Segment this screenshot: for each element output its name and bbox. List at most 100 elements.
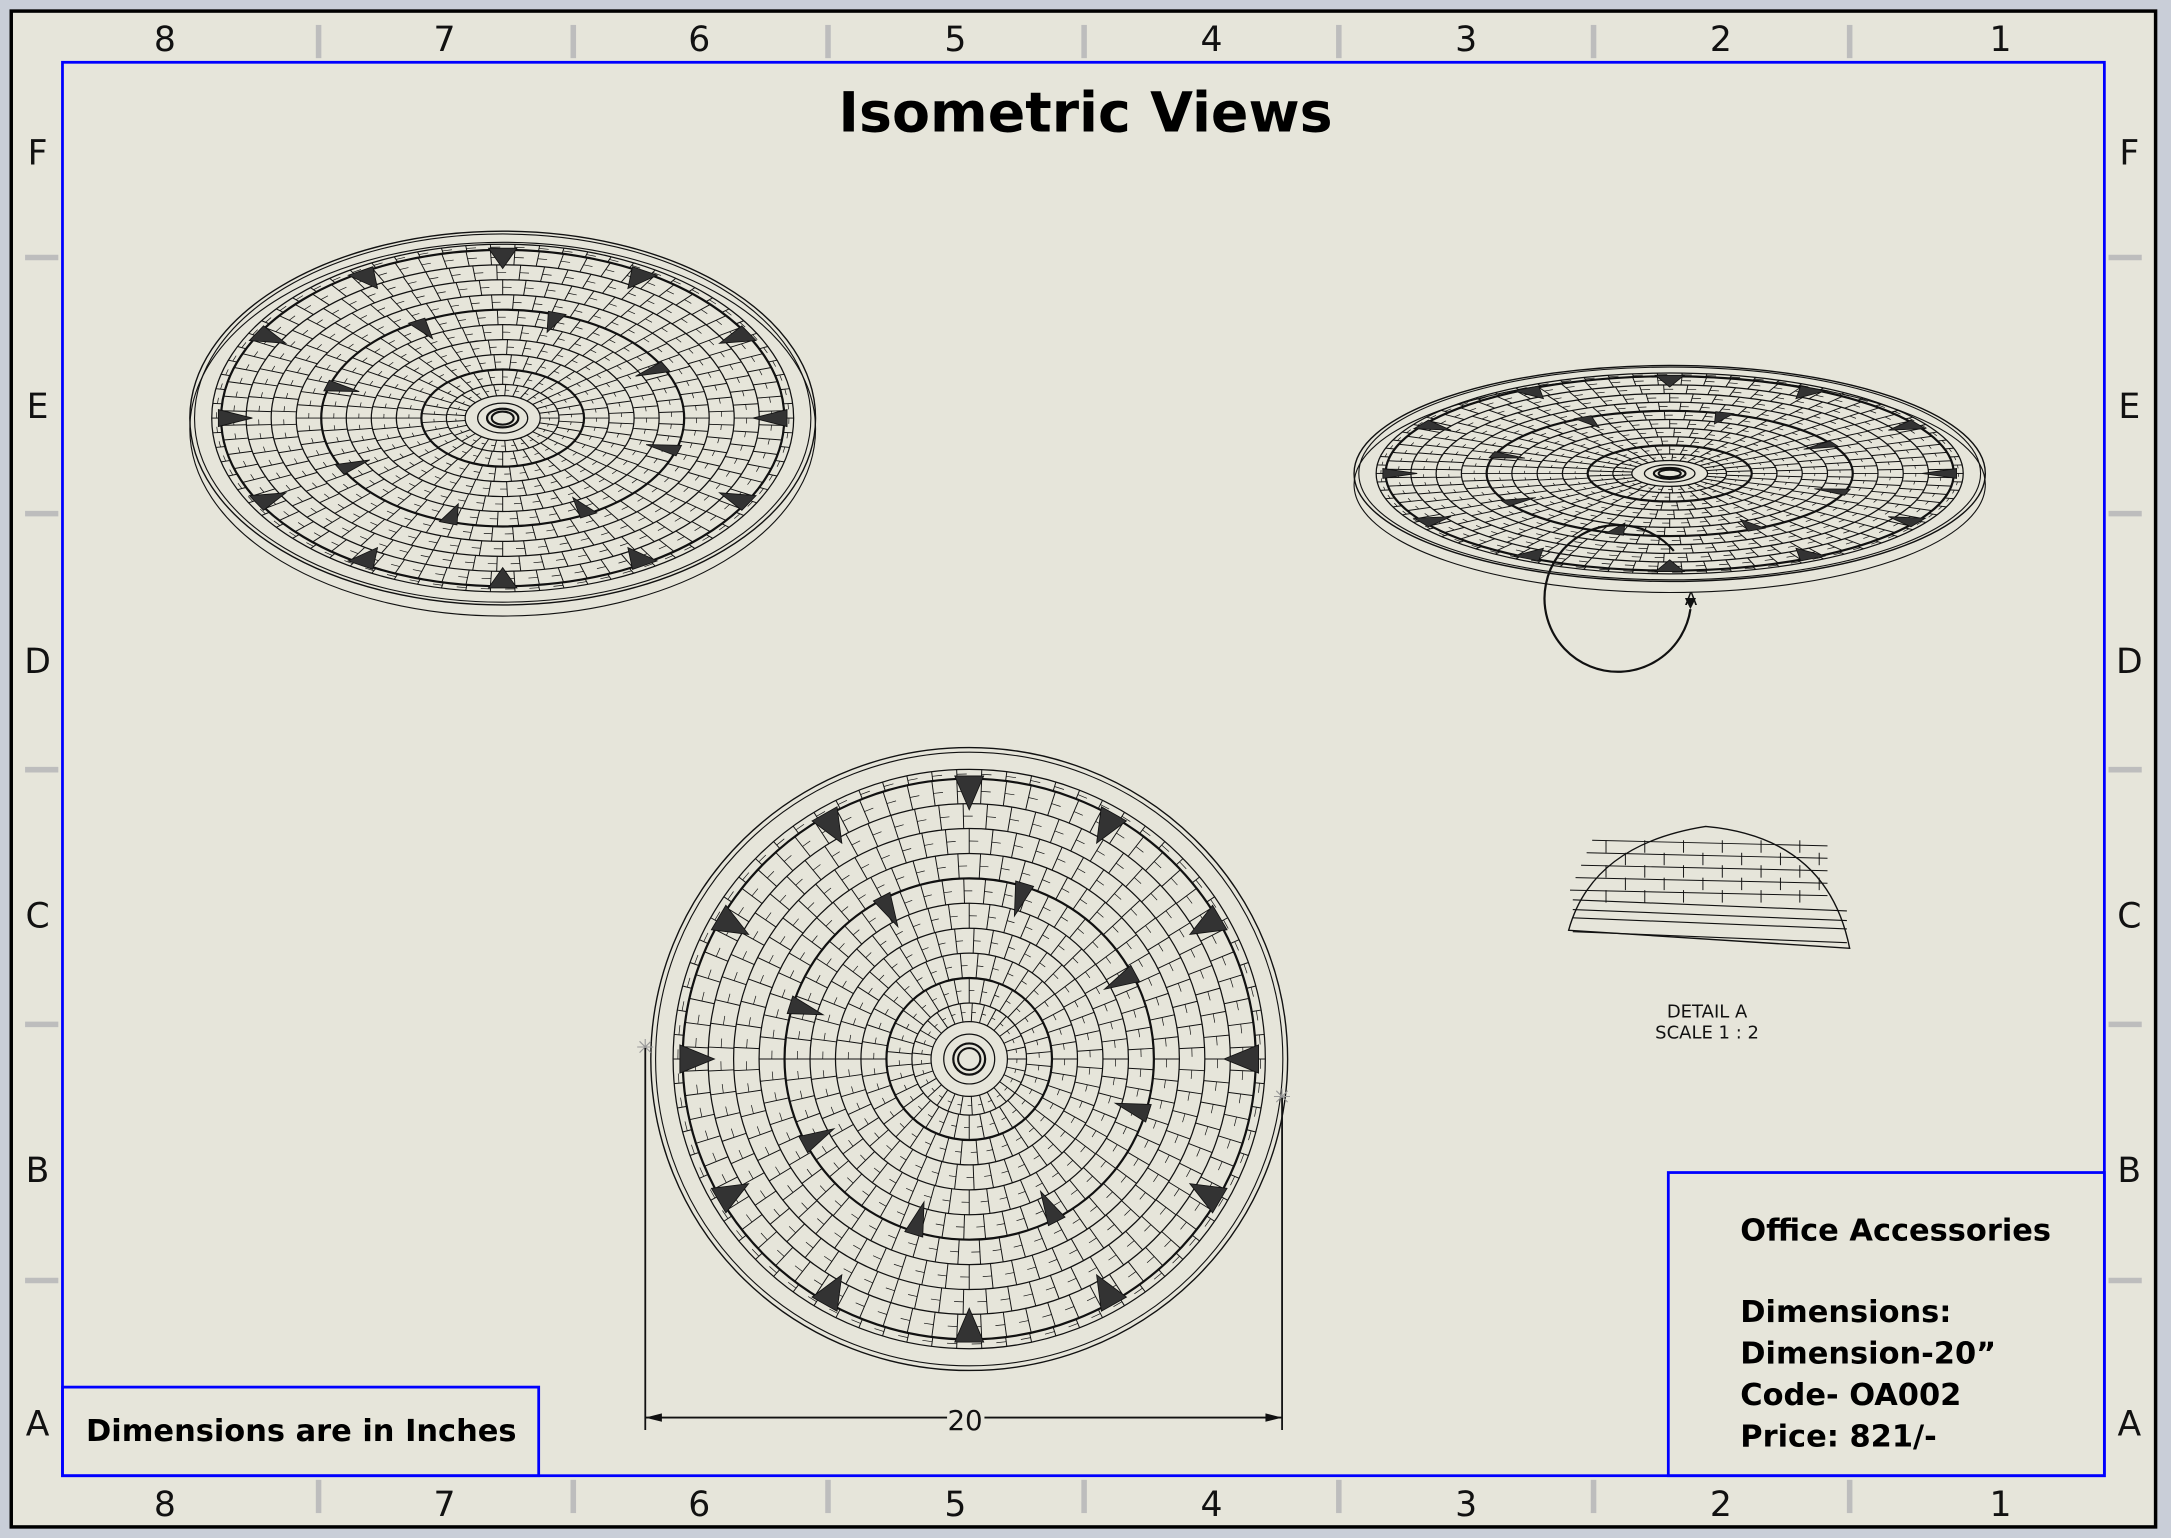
triangle-motif [872,891,899,929]
title-block: Office Accessories Dimensions: Dimension… [1666,1171,2106,1478]
column-label: 7 [434,1485,456,1525]
triangle-motif [1188,904,1228,935]
row-label: A [26,1405,50,1445]
triangle-motif [1488,451,1526,459]
triangle-motif [718,325,757,344]
column-label: 7 [434,20,456,60]
triangle-motif [1102,964,1141,991]
triangle-motif [1888,516,1927,528]
triangle-motif [347,266,379,290]
triangle-motif [571,496,598,519]
triangle-motif [1096,806,1128,845]
column-label: 8 [154,20,176,60]
triangle-motif [627,546,659,570]
column-label: 3 [1455,20,1477,60]
row-label: E [2118,387,2140,427]
triangle-motif [718,492,757,511]
triangle-motif [248,492,288,511]
title-block-heading: Office Accessories [1740,1213,2051,1248]
triangle-motif [710,1183,750,1214]
title-block-line4: Price: 821/- [1740,1420,1937,1455]
triangle-motif [248,325,288,344]
triangle-motif [487,247,518,270]
triangle-motif [1412,516,1452,528]
triangle-motif [407,317,434,340]
triangle-motif [1573,415,1601,429]
triangle-motif [1654,559,1686,572]
row-label: C [2117,897,2141,937]
triangle-motif [954,775,985,811]
row-label: D [24,642,51,682]
triangle-motif [798,1128,836,1154]
triangle-motif [1222,1044,1260,1074]
triangle-motif [546,310,567,334]
column-label: 1 [1990,20,2012,60]
triangle-motif [1513,385,1545,400]
triangle-motif [1922,468,1957,479]
triangle-motif [786,995,825,1016]
witness-point: ✳ [636,1035,655,1060]
title-block-line2: Dimension-20” [1740,1337,1996,1372]
column-label: 2 [1710,1485,1732,1525]
row-label: C [25,897,49,937]
triangle-motif [954,1307,985,1343]
triangle-motif [646,444,683,457]
triangle-motif [635,361,671,377]
title-block-line3: Code- OA002 [1740,1378,1961,1413]
triangle-motif [347,546,379,570]
triangle-motif [1654,374,1686,388]
detail-circle-a[interactable]: A [1543,523,1698,673]
triangle-motif [438,502,459,526]
row-label: A [2117,1405,2141,1445]
column-label: 3 [1455,1485,1477,1525]
row-label: F [28,134,48,174]
column-label: 5 [944,1485,966,1525]
column-label: 4 [1200,20,1222,60]
dimension-value: 20 [947,1404,982,1437]
triangle-motif [487,566,518,589]
triangle-motif [1739,518,1767,532]
zone-ticks [25,24,2142,1514]
triangle-motif [1713,411,1735,425]
units-note: Dimensions are in Inches [86,1414,517,1449]
triangle-motif [1039,1189,1066,1227]
triangle-motif [1382,468,1418,479]
triangle-motif [1499,497,1536,507]
triangle-motif [1814,488,1852,496]
top-view[interactable]: ✳✳ [636,746,1292,1372]
column-label: 6 [688,20,710,60]
dimension-20[interactable]: 20 [644,1047,1283,1437]
isometric-view-left[interactable] [189,230,817,617]
row-label: E [27,387,49,427]
triangle-motif [334,459,371,475]
triangle-motif [1513,547,1545,562]
triangle-motif [217,409,253,428]
triangle-motif [1113,1102,1152,1123]
row-label: D [2116,642,2143,682]
triangle-motif [1188,1183,1228,1214]
column-label: 5 [944,20,966,60]
triangle-motif [1888,419,1927,431]
row-label: F [2119,134,2139,174]
triangle-motif [1803,440,1840,450]
row-label: B [26,1151,50,1191]
triangle-motif [710,904,750,935]
triangle-motif [904,1200,925,1238]
drawing-border [61,60,2106,1478]
detail-view-a[interactable] [1567,825,1851,950]
title-block-line1: Dimensions: [1740,1295,1951,1330]
witness-point: ✳ [1273,1085,1292,1110]
column-label: 6 [688,1485,710,1525]
triangle-motif [752,409,788,428]
triangle-motif [811,1273,843,1312]
detail-scale: SCALE 1 : 2 [1655,1022,1759,1043]
triangle-motif [1795,547,1826,562]
triangle-motif [1013,880,1035,918]
triangle-motif [1096,1273,1128,1312]
triangle-motif [323,379,360,392]
sheet-title: Isometric Views [838,82,1332,146]
isometric-view-right[interactable] [1353,364,1987,594]
triangle-motif [679,1044,716,1074]
